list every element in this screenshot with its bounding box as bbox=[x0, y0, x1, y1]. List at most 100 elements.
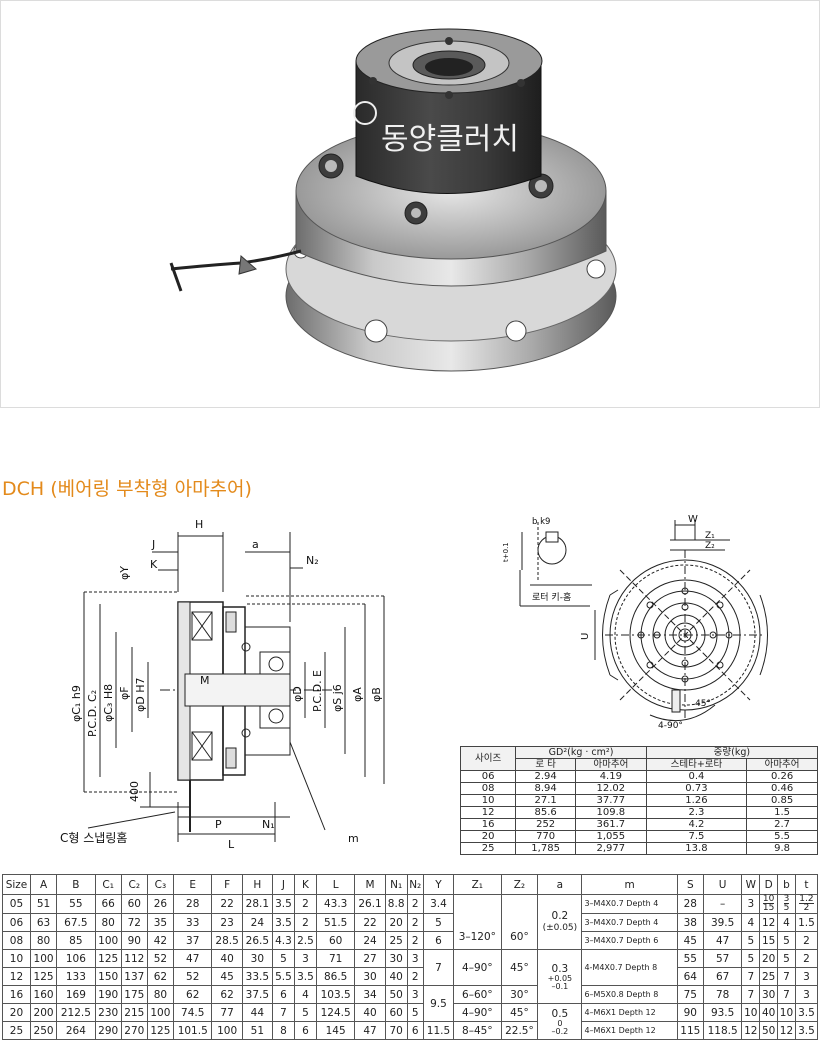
section-title: DCH (베어링 부착형 아마추어) bbox=[2, 478, 252, 500]
cell: 62 bbox=[172, 985, 213, 1004]
cell: 51 bbox=[29, 894, 58, 914]
cell: 270 bbox=[120, 1021, 148, 1040]
dim-PCD-C2: P.C.D. C₂ bbox=[86, 690, 99, 737]
cell: 80 bbox=[94, 913, 122, 932]
gd-cell: 9.8 bbox=[746, 842, 818, 855]
spec-header-cell: K bbox=[293, 874, 317, 895]
cell: 30 bbox=[241, 949, 273, 968]
cell: 27 bbox=[354, 949, 386, 968]
cell: 115 bbox=[676, 1021, 704, 1040]
spec-header-cell: Y bbox=[422, 874, 455, 895]
cell: 2 bbox=[406, 967, 424, 986]
cell: 71 bbox=[315, 949, 356, 968]
cell: 60 bbox=[384, 1003, 408, 1022]
cell-z2: 45° bbox=[500, 949, 539, 986]
cell-m: 4–M6X1 Depth 12 bbox=[581, 1003, 678, 1022]
dim-P: P bbox=[215, 818, 222, 831]
spec-header-cell: b bbox=[777, 874, 796, 895]
dim-m: m bbox=[348, 832, 359, 845]
cell: 4.3 bbox=[271, 931, 295, 950]
cell: 5 bbox=[777, 931, 796, 950]
cell: 90 bbox=[676, 1003, 704, 1022]
cell: 47 bbox=[354, 1021, 386, 1040]
angle-4-90: 4-90° bbox=[658, 721, 683, 731]
cell: 60 bbox=[315, 931, 356, 950]
a-tol-top: 0 bbox=[557, 1018, 563, 1028]
b-bottom: 5 bbox=[783, 903, 790, 913]
cell: 26 bbox=[146, 894, 174, 914]
cell: 137 bbox=[120, 967, 148, 986]
cell: 3 bbox=[406, 985, 424, 1004]
cell: 5 bbox=[422, 913, 455, 932]
gd-cell: 770 bbox=[515, 830, 576, 843]
cell: 124.5 bbox=[315, 1003, 356, 1022]
cell: 77 bbox=[211, 1003, 243, 1022]
dim-J: J bbox=[151, 538, 155, 551]
dim-C1: φC₁ h9 bbox=[70, 685, 83, 722]
cell: 25 bbox=[2, 1021, 31, 1040]
dim-K: K bbox=[150, 558, 158, 571]
gd-header-gd: GD²(kg · cm²) bbox=[515, 746, 647, 759]
a-tolerance: (±0.05) bbox=[542, 923, 578, 933]
cell: 2.5 bbox=[293, 931, 317, 950]
cell: 39.5 bbox=[702, 913, 743, 932]
cell: 24 bbox=[354, 931, 386, 950]
cell: 52 bbox=[172, 967, 213, 986]
cell-a: 0.5 0 –0.2 bbox=[537, 1003, 583, 1040]
cell: 43.3 bbox=[315, 894, 356, 914]
cell: 40 bbox=[384, 967, 408, 986]
cell: 62 bbox=[146, 967, 174, 986]
cell: 24 bbox=[241, 913, 273, 932]
dim-S: φS j6 bbox=[331, 684, 344, 712]
cell: 3.5 bbox=[271, 913, 295, 932]
cell: 28 bbox=[172, 894, 213, 914]
cell: 50 bbox=[384, 985, 408, 1004]
gd-sub-stator-rotor: 스테타+로타 bbox=[645, 758, 748, 771]
cell: 10 bbox=[741, 1003, 761, 1022]
gd-cell: 13.8 bbox=[645, 842, 748, 855]
cell: 230 bbox=[94, 1003, 122, 1022]
dim-M: M bbox=[200, 674, 210, 687]
spec-header-cell: Size bbox=[2, 874, 31, 895]
gd-cell: 2.3 bbox=[645, 806, 748, 819]
cell: 20 bbox=[2, 1003, 31, 1022]
cell: 3 bbox=[794, 967, 819, 986]
cell-z2: 30° bbox=[500, 985, 539, 1004]
cell: 4 bbox=[741, 913, 761, 932]
cell-z1: 4–90° bbox=[453, 949, 502, 986]
cell: 100 bbox=[29, 949, 58, 968]
cell: 62 bbox=[211, 985, 243, 1004]
cell: 133 bbox=[56, 967, 96, 986]
cell: 05 bbox=[2, 894, 31, 914]
cell: 2 bbox=[406, 931, 424, 950]
gd-sub-armature: 아마추어 bbox=[574, 758, 647, 771]
cell: 7 bbox=[777, 967, 796, 986]
cell-z1: 6–60° bbox=[453, 985, 502, 1004]
gd-cell: 0.85 bbox=[746, 794, 818, 807]
cell: 33.5 bbox=[241, 967, 273, 986]
cell: 250 bbox=[29, 1021, 58, 1040]
cell-m: 4-M4X0.7 Depth 8 bbox=[581, 949, 678, 986]
gd-cell: 12 bbox=[459, 806, 517, 819]
cell: 6 bbox=[422, 931, 455, 950]
spec-header-cell: Z₁ bbox=[453, 874, 502, 895]
cell: 26.5 bbox=[241, 931, 273, 950]
spec-header-cell: S bbox=[676, 874, 704, 895]
gd-cell: 8.94 bbox=[515, 782, 576, 795]
cell: 6 bbox=[406, 1021, 424, 1040]
cell: 10 bbox=[2, 949, 31, 968]
dim-D-right: φD bbox=[291, 686, 304, 702]
cell: 112 bbox=[120, 949, 148, 968]
cell: 169 bbox=[56, 985, 96, 1004]
cell: 22 bbox=[211, 894, 243, 914]
gd-cell: 0.4 bbox=[645, 770, 748, 783]
spec-header-cell: t bbox=[794, 874, 819, 895]
cell: 44 bbox=[241, 1003, 273, 1022]
cell: 3.5 bbox=[794, 1003, 819, 1022]
cell: 72 bbox=[120, 913, 148, 932]
dim-H: H bbox=[195, 518, 203, 531]
cell: 42 bbox=[146, 931, 174, 950]
